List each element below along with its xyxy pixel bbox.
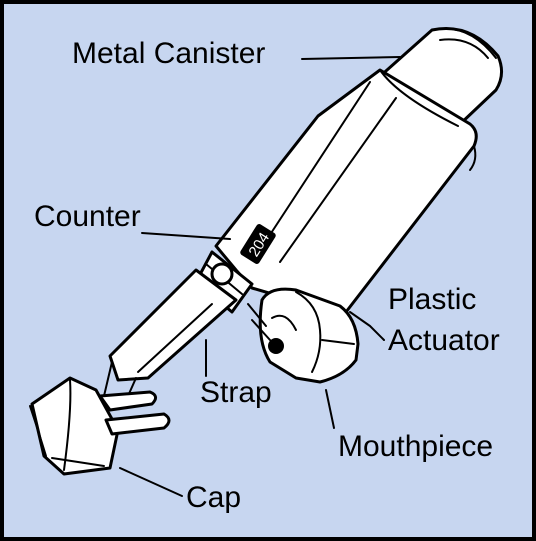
leader-counter bbox=[141, 232, 231, 240]
leader-actuator bbox=[349, 311, 385, 341]
hinge-pin bbox=[210, 262, 234, 286]
cap bbox=[29, 376, 171, 476]
mouthpiece bbox=[247, 287, 360, 384]
label-metal-canister: Metal Canister bbox=[72, 37, 265, 70]
leader-lines bbox=[119, 56, 401, 497]
spray-orifice bbox=[268, 338, 284, 354]
actuator-body bbox=[214, 68, 478, 314]
leader-mouthpiece bbox=[325, 389, 335, 429]
label-actuator: Actuator bbox=[388, 324, 500, 357]
label-mouthpiece: Mouthpiece bbox=[338, 430, 493, 463]
counter-box bbox=[240, 224, 276, 264]
label-counter: Counter bbox=[34, 200, 141, 233]
strap bbox=[103, 268, 238, 397]
label-strap: Strap bbox=[200, 376, 272, 409]
hinge-collar bbox=[194, 250, 254, 314]
leader-cap bbox=[119, 467, 183, 497]
metal-canister bbox=[376, 27, 503, 128]
label-plastic: Plastic bbox=[388, 283, 476, 316]
label-cap: Cap bbox=[186, 481, 241, 514]
leader-canister bbox=[301, 56, 401, 60]
